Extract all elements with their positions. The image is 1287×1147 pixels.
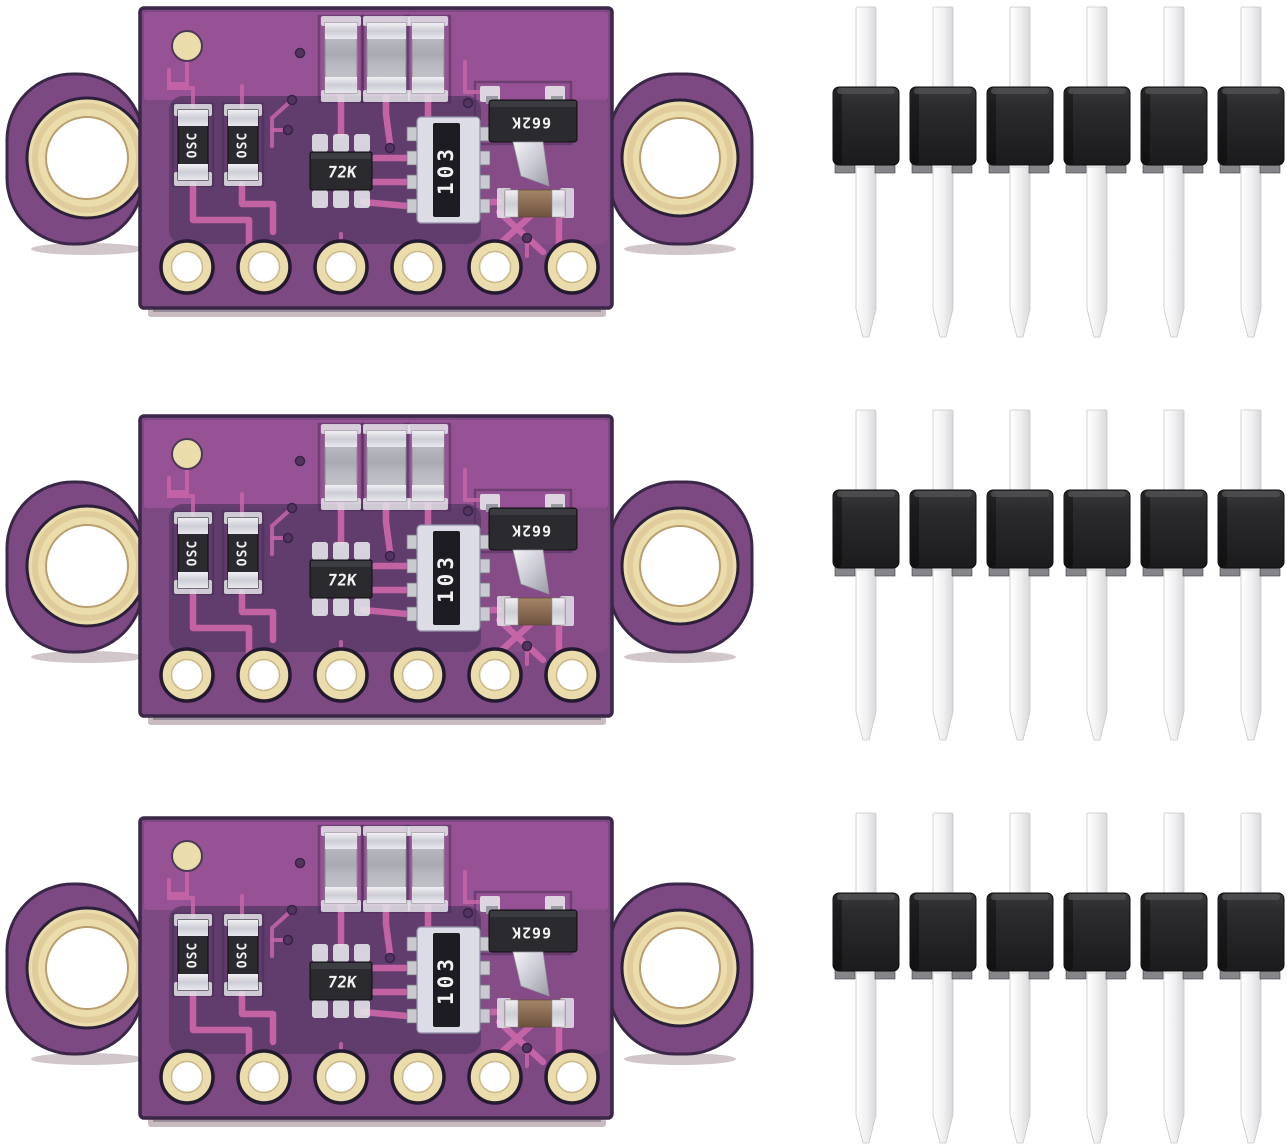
pin-header-strip-1 [832, 6, 1285, 338]
pin-header-strip-2 [832, 409, 1285, 741]
sensor-board-1 [7, 8, 752, 317]
pin-header-strip-3 [832, 812, 1285, 1144]
sensor-board-3 [7, 818, 752, 1127]
sensor-board-2 [7, 416, 752, 725]
